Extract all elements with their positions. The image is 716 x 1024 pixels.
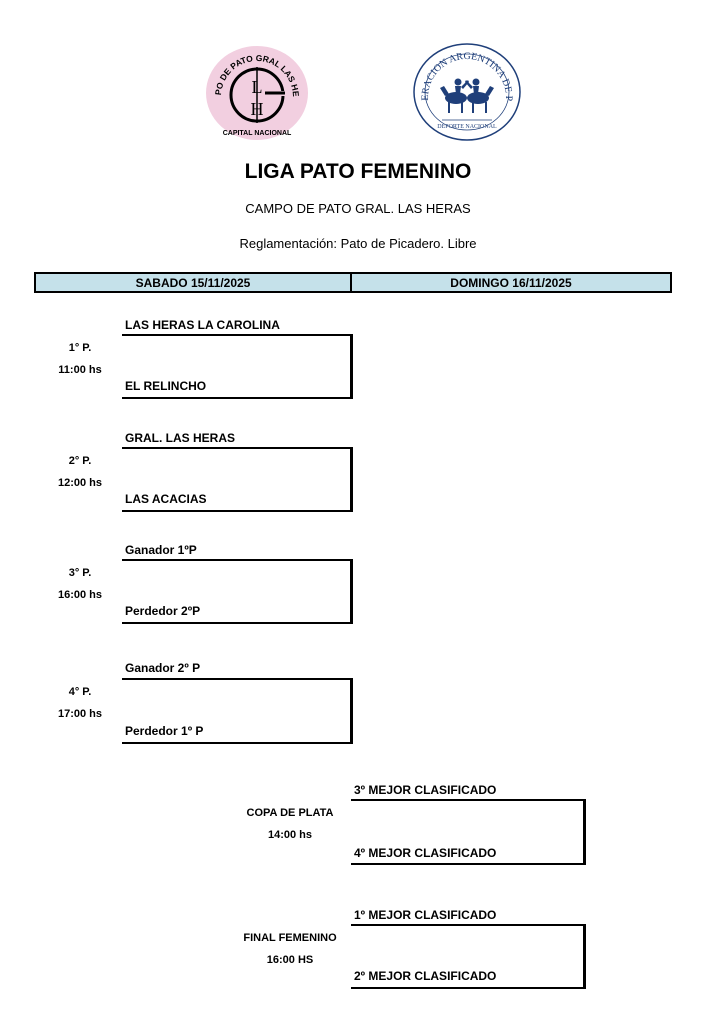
copa-plata-time: 14:00 hs (267, 829, 313, 841)
logo-right-bottom-text: DEPORTE NACIONAL (437, 124, 497, 130)
match-2-team-2: LAS ACACIAS (125, 492, 207, 506)
final-team-2: 2º MEJOR CLASIFICADO (354, 969, 497, 983)
saturday-header-label: SABADO 15/11/2025 (135, 276, 251, 290)
copa-plata-label: COPA DE PLATA 14:00 hs (230, 802, 350, 846)
sunday-header: DOMINGO 16/11/2025 (350, 272, 672, 293)
match-3-time: 16:00 hs (57, 589, 103, 601)
final-time: 16:00 HS (266, 954, 314, 966)
match-4-time: 17:00 hs (57, 708, 103, 720)
copa-plata-team-1: 3º MEJOR CLASIFICADO (354, 783, 497, 797)
match-4-number: 4° P. (68, 686, 92, 698)
match-1-number: 1° P. (68, 342, 92, 354)
match-4-bracket (122, 678, 353, 744)
match-2-label: 2° P. 12:00 hs (40, 450, 120, 494)
match-4-label: 4° P. 17:00 hs (40, 681, 120, 725)
match-2-time: 12:00 hs (57, 477, 103, 489)
venue-subtitle: CAMPO DE PATO GRAL. LAS HERAS (245, 201, 471, 216)
logo-left-bottom-text: CAPITAL NACIONAL (223, 130, 292, 137)
match-3-team-2: Perdedor 2ºP (125, 604, 201, 618)
match-2-number: 2° P. (68, 455, 92, 467)
final-title: FINAL FEMENINO (243, 932, 337, 944)
match-2-team-1: GRAL. LAS HERAS (125, 431, 236, 445)
match-3-team-1: Ganador 1ºP (125, 543, 197, 557)
match-3-label: 3° P. 16:00 hs (40, 562, 120, 606)
svg-text:L: L (252, 77, 263, 97)
match-1-bracket (122, 334, 353, 399)
match-3-number: 3° P. (68, 567, 92, 579)
match-1-label: 1° P. 11:00 hs (40, 337, 120, 381)
match-4-team-2: Perdedor 1º P (125, 724, 204, 738)
sunday-header-label: DOMINGO 16/11/2025 (450, 276, 572, 290)
federacion-argentina-de-pato-logo: FEDERACION ARGENTINA DE PATO DEPORTE NAC… (412, 42, 521, 141)
match-3-bracket (122, 559, 353, 624)
match-4-team-1: Ganador 2º P (125, 661, 201, 675)
copa-plata-bracket (351, 799, 586, 865)
copa-plata-team-2: 4º MEJOR CLASIFICADO (354, 846, 497, 860)
final-label: FINAL FEMENINO 16:00 HS (230, 927, 350, 971)
final-bracket (351, 924, 586, 989)
match-1-time: 11:00 hs (58, 364, 102, 376)
match-1-team-2: EL RELINCHO (125, 379, 207, 393)
match-2-bracket (122, 447, 353, 512)
copa-plata-title: COPA DE PLATA (246, 807, 334, 819)
final-team-1: 1º MEJOR CLASIFICADO (354, 908, 497, 922)
rules-line: Reglamentación: Pato de Picadero. Libre (239, 236, 477, 251)
page-title: LIGA PATO FEMENINO (244, 160, 472, 183)
match-1-team-1: LAS HERAS LA CAROLINA (125, 318, 280, 332)
svg-text:H: H (251, 99, 264, 119)
saturday-header: SABADO 15/11/2025 (34, 272, 352, 293)
campo-las-heras-logo: CAMPO DE PATO GRAL LAS HERAS L H CAPITAL… (205, 45, 308, 140)
